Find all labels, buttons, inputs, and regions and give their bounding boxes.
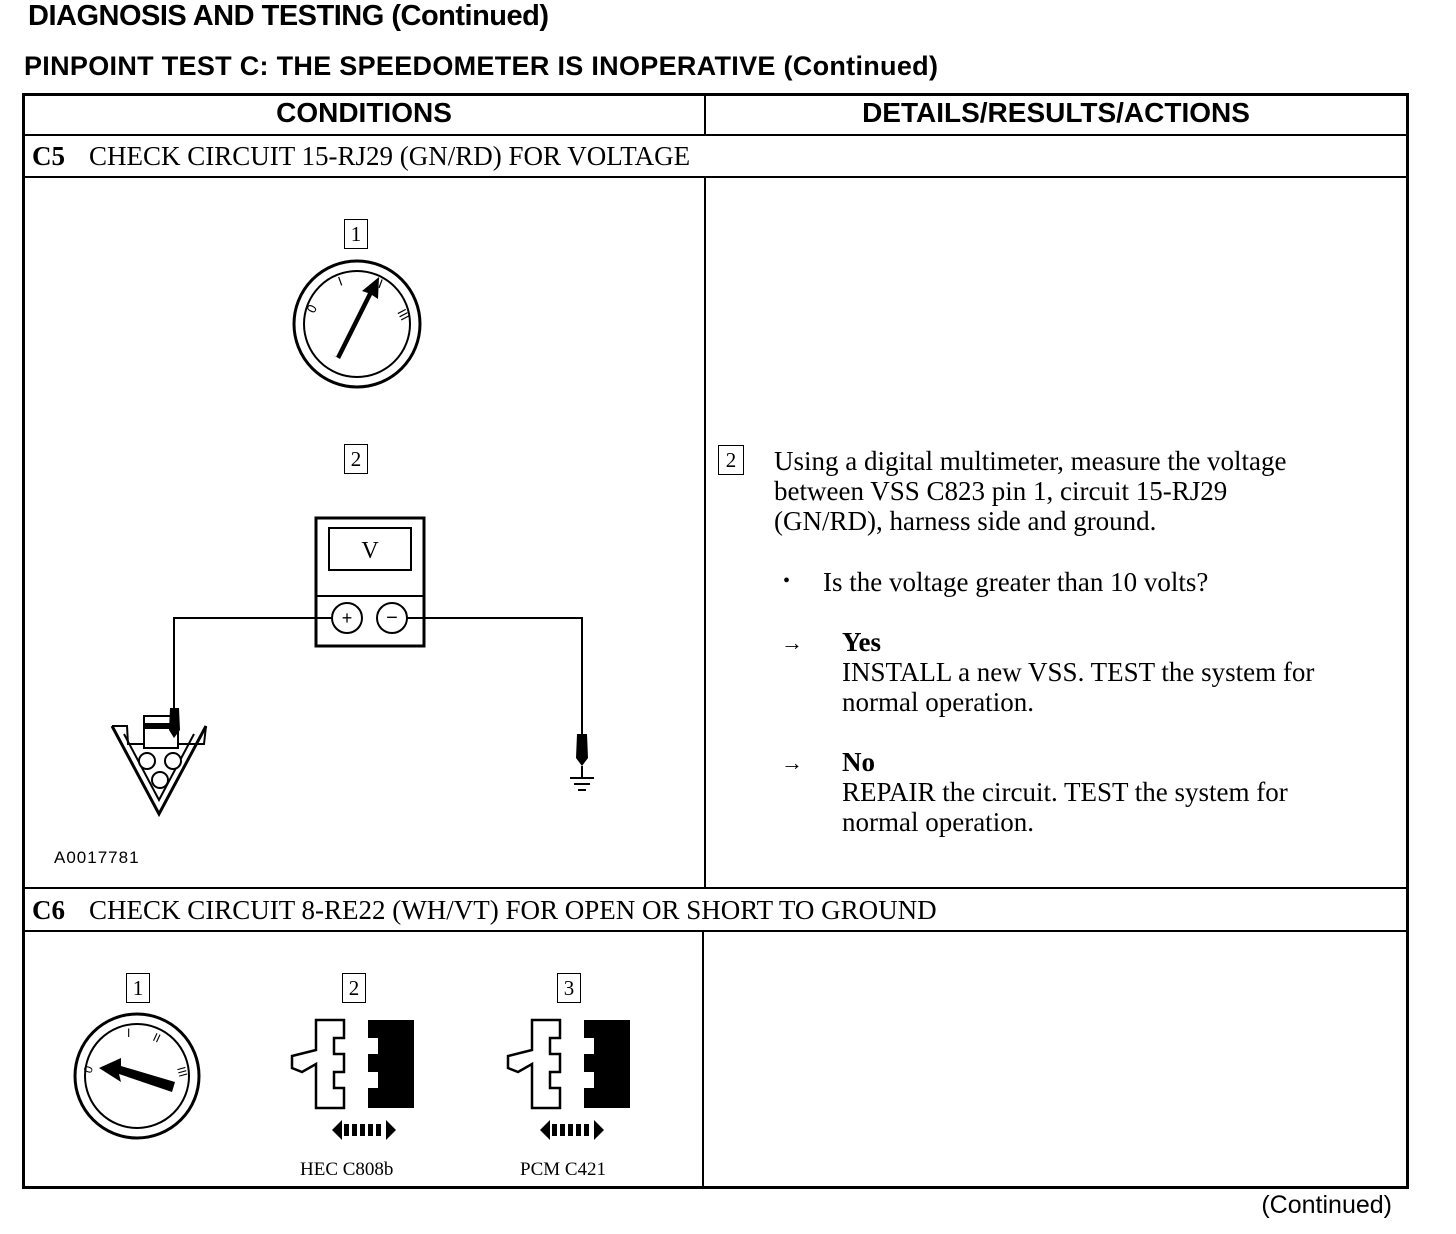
yes-label: Yes (842, 627, 881, 657)
yes-line-2: normal operation. (842, 687, 1034, 717)
c6-step-text: CHECK CIRCUIT 8-RE22 (WH/VT) FOR OPEN OR… (89, 895, 937, 925)
c6-top-divider (24, 887, 1408, 889)
header-details: DETAILS/RESULTS/ACTIONS (862, 97, 1250, 128)
c5-step-id: C5 (32, 141, 65, 171)
c6-figure-step-3: 3 (557, 973, 581, 1003)
yes-line-1: INSTALL a new VSS. TEST the system for (842, 657, 1315, 687)
table-right-border (1406, 93, 1409, 1189)
no-label: No (842, 747, 875, 777)
yes-arrow-icon: → (781, 630, 803, 655)
voltage-instruction: Using a digital multimeter, measure the … (774, 446, 1287, 536)
yes-result: Yes INSTALL a new VSS. TEST the system f… (842, 627, 1314, 717)
page-title: DIAGNOSIS AND TESTING (Continued) (28, 0, 549, 32)
c6-figure-step-2: 2 (342, 973, 366, 1003)
ground-icon (570, 734, 594, 791)
c6-step-id: C6 (32, 895, 65, 925)
instruction-line-3: (GN/RD), harness side and ground. (774, 506, 1157, 536)
column-divider-header (704, 93, 706, 135)
switch-label-1: I (336, 273, 345, 288)
voltage-question: Is the voltage greater than 10 volts? (823, 567, 1209, 597)
connector-label-pcm: PCM C421 (520, 1159, 607, 1180)
c5-figure-step-1: 1 (344, 219, 368, 249)
c6-ignition-switch-icon: 0 I II III (73, 1012, 201, 1140)
c6-step-title: C6 CHECK CIRCUIT 8-RE22 (WH/VT) FOR OPEN … (32, 895, 937, 926)
no-result: No REPAIR the circuit. TEST the system f… (842, 747, 1288, 837)
pinpoint-test-title: PINPOINT TEST C: THE SPEEDOMETER IS INOP… (24, 51, 939, 81)
c6-title-divider (24, 930, 1408, 932)
table-top-border (24, 93, 1408, 96)
vss-connector-icon (110, 708, 208, 818)
no-line-2: normal operation. (842, 807, 1034, 837)
ignition-switch-icon: 0 I II III (292, 259, 422, 389)
header-row-divider (24, 134, 1408, 136)
c5-figure-step-2: 2 (344, 444, 368, 474)
figure-id: A0017781 (54, 848, 140, 867)
meter-minus-label: − (386, 607, 398, 629)
c5-figure: 0 I II III V + − (110, 259, 594, 818)
column-divider-c5 (704, 176, 706, 888)
c5-step-title: C5 CHECK CIRCUIT 15-RJ29 (GN/RD) FOR VOLT… (32, 141, 690, 172)
connector-label-hec: HEC C808b (300, 1159, 394, 1180)
svg-text:I: I (127, 1026, 130, 1040)
meter-plus-label: + (342, 608, 353, 628)
hec-connector-icon (290, 1018, 414, 1140)
meter-display-label: V (361, 538, 379, 564)
no-line-1: REPAIR the circuit. TEST the system for (842, 777, 1288, 807)
svg-text:II: II (151, 1030, 163, 1046)
instruction-line-2: between VSS C823 pin 1, circuit 15-RJ29 (774, 476, 1228, 506)
c5-step-text: CHECK CIRCUIT 15-RJ29 (GN/RD) FOR VOLTAG… (89, 141, 691, 171)
table-left-border (22, 93, 25, 1189)
instruction-line-1: Using a digital multimeter, measure the … (774, 446, 1287, 476)
pcm-connector-icon (506, 1018, 630, 1140)
c6-figure: 0 I II III (73, 1012, 630, 1140)
c5-title-divider (24, 176, 1408, 178)
multimeter-icon: V + − (314, 516, 426, 648)
question-bullet-icon: • (783, 570, 791, 592)
table-bottom-border (22, 1186, 1408, 1189)
switch-label-2: II (373, 275, 385, 292)
svg-text:III: III (174, 1065, 190, 1078)
header-conditions: CONDITIONS (276, 97, 452, 128)
no-arrow-icon: → (781, 750, 803, 775)
column-divider-c6 (702, 930, 704, 1188)
svg-text:0: 0 (81, 1064, 97, 1075)
continued-note: (Continued) (1261, 1191, 1392, 1219)
detail-step-2: 2 (718, 445, 744, 475)
c6-figure-step-1: 1 (126, 973, 150, 1003)
